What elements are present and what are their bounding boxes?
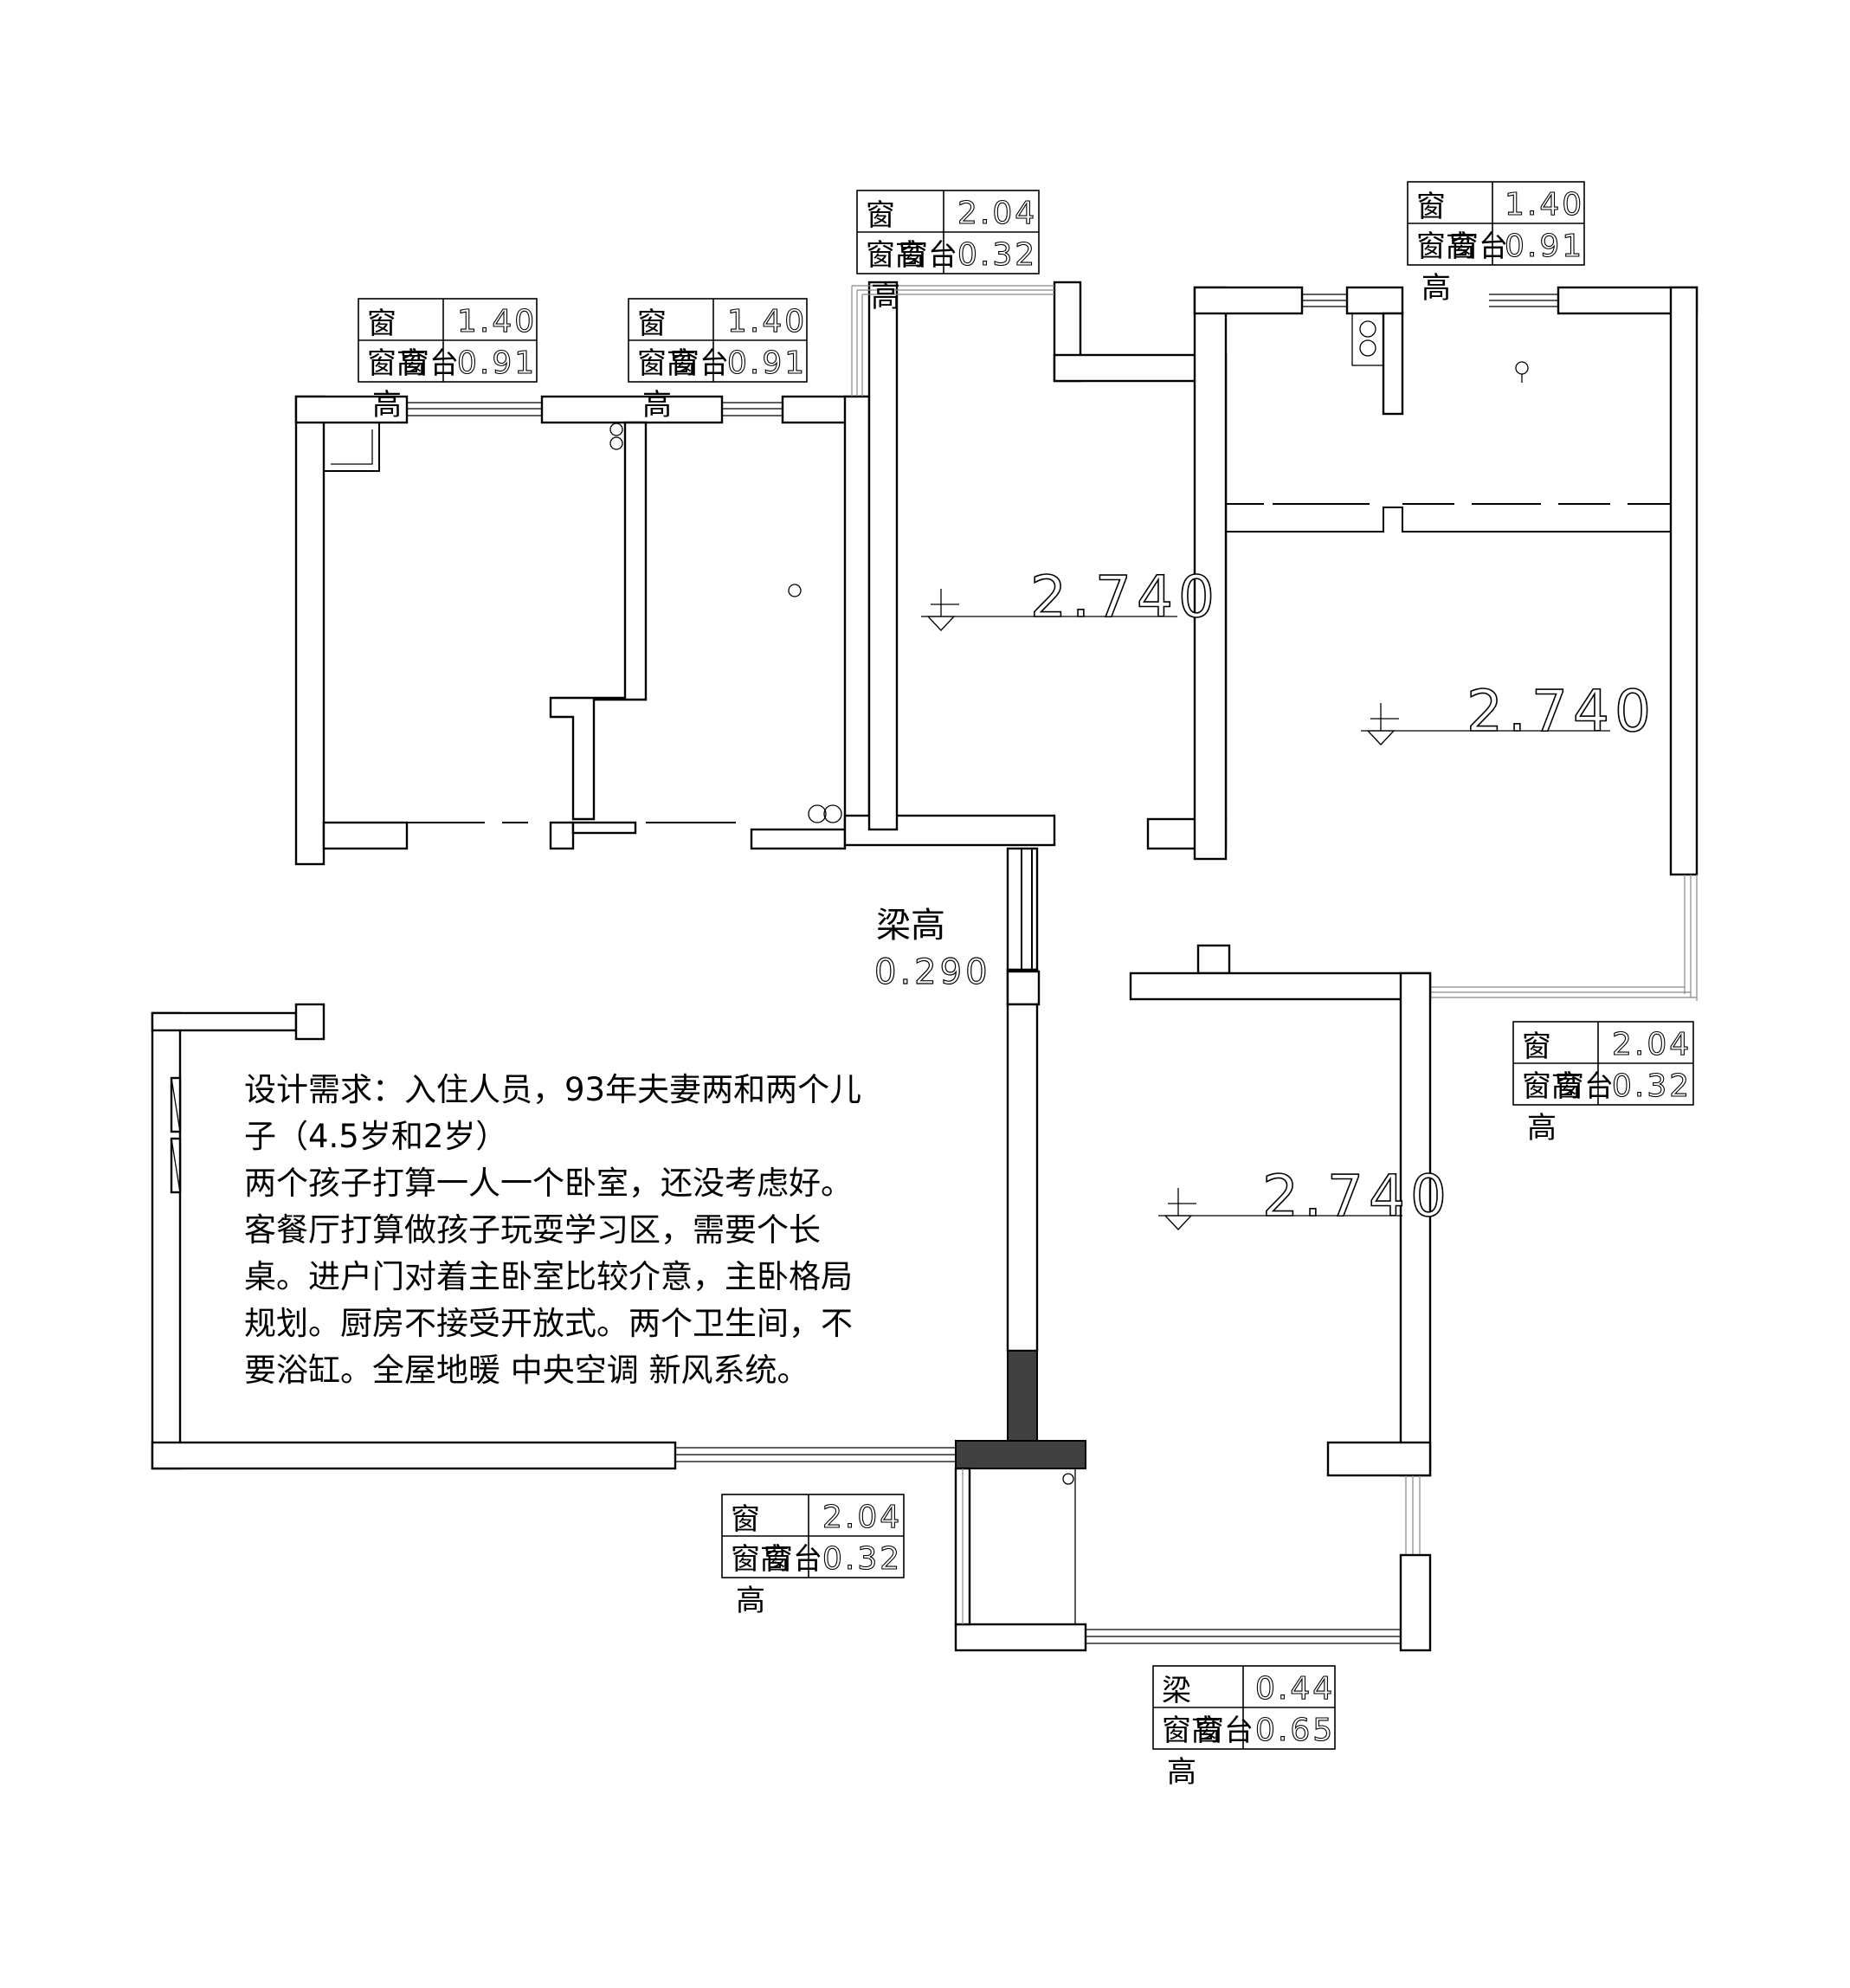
window-table-4-label-top: 窗: [1416, 190, 1446, 224]
window-table-4-value-bottom: 0.91: [1505, 229, 1584, 264]
window-table-1-label-bottom: 窗台: [400, 346, 459, 381]
window-table-7-tail: 高: [1167, 1755, 1196, 1790]
window-table-2-label-bottom: 窗台: [670, 346, 729, 381]
window-table-7-value-bottom: 0.65: [1255, 1713, 1335, 1748]
note-line-7: 要浴缸。全屋地暖 中央空调 新风系统。: [244, 1352, 809, 1389]
window-table-6: 窗 2.04 窗高 窗台 0.32 高: [721, 1494, 905, 1618]
window-table-7-label-bottom: 窗台: [1195, 1714, 1254, 1748]
window-table-5-value-bottom: 0.32: [1612, 1068, 1692, 1104]
elevation-label-2: 2.740: [1466, 678, 1656, 745]
left-rooms-walls: [294, 395, 1056, 866]
window-table-4-overlay: 窗高: [1416, 229, 1475, 264]
window-table-1-tail: 高: [372, 388, 402, 423]
beam-value: 0.290: [874, 952, 991, 992]
window-table-6-label-bottom: 窗台: [764, 1542, 822, 1577]
window-table-3-overlay: 窗高: [866, 238, 925, 273]
window-table-2-label-top: 窗: [637, 307, 667, 341]
window-table-5-label-bottom: 窗台: [1555, 1069, 1614, 1104]
note-line-5: 桌。进户门对着主卧室比较介意，主卧格局: [244, 1258, 853, 1295]
note-line-2: 子（4.5岁和2岁）: [244, 1118, 508, 1155]
window-table-1-value-top: 1.40: [457, 304, 537, 339]
elevation-label-3: 2.740: [1262, 1163, 1452, 1230]
window-table-2-overlay: 窗高: [637, 346, 696, 381]
window-table-4-tail: 高: [1421, 271, 1451, 306]
window-table-4: 窗 1.40 窗高 窗台 0.91 高: [1407, 181, 1585, 306]
window-table-1-label-top: 窗: [367, 307, 396, 341]
elevation-marker-1: 2.740: [921, 563, 1220, 631]
window-table-7-label-top: 梁: [1162, 1674, 1191, 1708]
window-table-6-value-bottom: 0.32: [822, 1541, 902, 1577]
window-table-5-overlay: 窗高: [1522, 1069, 1581, 1104]
beam-label: 梁高: [876, 906, 945, 946]
window-table-7-overlay: 窗高: [1162, 1714, 1221, 1748]
window-table-7-value-top: 0.44: [1255, 1671, 1335, 1707]
window-table-5-label-top: 窗: [1522, 1030, 1551, 1064]
window-table-6-overlay: 窗高: [731, 1542, 790, 1577]
window-table-6-tail: 高: [736, 1584, 765, 1618]
window-table-3: 窗 2.04 窗高 窗台 0.32 高: [856, 190, 1040, 314]
window-table-7: 梁 0.44 窗高 窗台 0.65 高: [1152, 1665, 1336, 1790]
design-requirements-note: 设计需求：入住人员，93年夫妻两和两个儿 子（4.5岁和2岁） 两个孩子打算一人…: [244, 1067, 989, 1394]
note-line-4: 客餐厅打算做孩子玩耍学习区，需要个长: [244, 1211, 821, 1249]
living-room-walls: [151, 1003, 956, 1470]
note-line-6: 规划。厨房不接受开放式。两个卫生间，不: [244, 1305, 853, 1342]
window-table-6-value-top: 2.04: [822, 1500, 902, 1535]
window-table-2-value-bottom: 0.91: [727, 345, 807, 381]
bottom-right-room-walls: [954, 944, 1432, 1652]
elevation-marker-2: 2.740: [1361, 677, 1656, 746]
window-table-6-label-top: 窗: [731, 1502, 760, 1537]
corridor-walls: [955, 847, 1086, 1469]
window-table-5-tail: 高: [1527, 1111, 1557, 1146]
window-table-3-value-top: 2.04: [957, 196, 1037, 231]
window-table-3-value-bottom: 0.32: [957, 237, 1037, 273]
right-block-walls: [1193, 286, 1699, 1001]
window-table-2: 窗 1.40 窗高 窗台 0.91 高: [628, 298, 808, 423]
window-table-1-overlay: 窗高: [367, 346, 426, 381]
window-table-1: 窗 1.40 窗高 窗台 0.91 高: [358, 298, 538, 423]
window-table-5: 窗 2.04 窗高 窗台 0.32 高: [1512, 1021, 1694, 1146]
window-table-5-value-top: 2.04: [1612, 1027, 1692, 1062]
elevation-label-1: 2.740: [1030, 564, 1220, 630]
window-table-1-value-bottom: 0.91: [457, 345, 537, 381]
window-table-3-label-bottom: 窗台: [899, 238, 957, 273]
window-table-3-label-top: 窗: [866, 198, 895, 233]
window-table-3-tail: 高: [871, 280, 900, 314]
window-table-2-value-top: 1.40: [727, 304, 807, 339]
note-line-1: 设计需求：入住人员，93年夫妻两和两个儿: [244, 1071, 862, 1108]
note-line-3: 两个孩子打算一人一个卧室，还没考虑好。: [244, 1165, 853, 1202]
window-table-4-label-bottom: 窗台: [1449, 229, 1508, 264]
window-table-4-value-top: 1.40: [1505, 187, 1584, 223]
elevation-marker-3: 2.740: [1158, 1162, 1452, 1230]
window-table-2-tail: 高: [642, 388, 672, 423]
